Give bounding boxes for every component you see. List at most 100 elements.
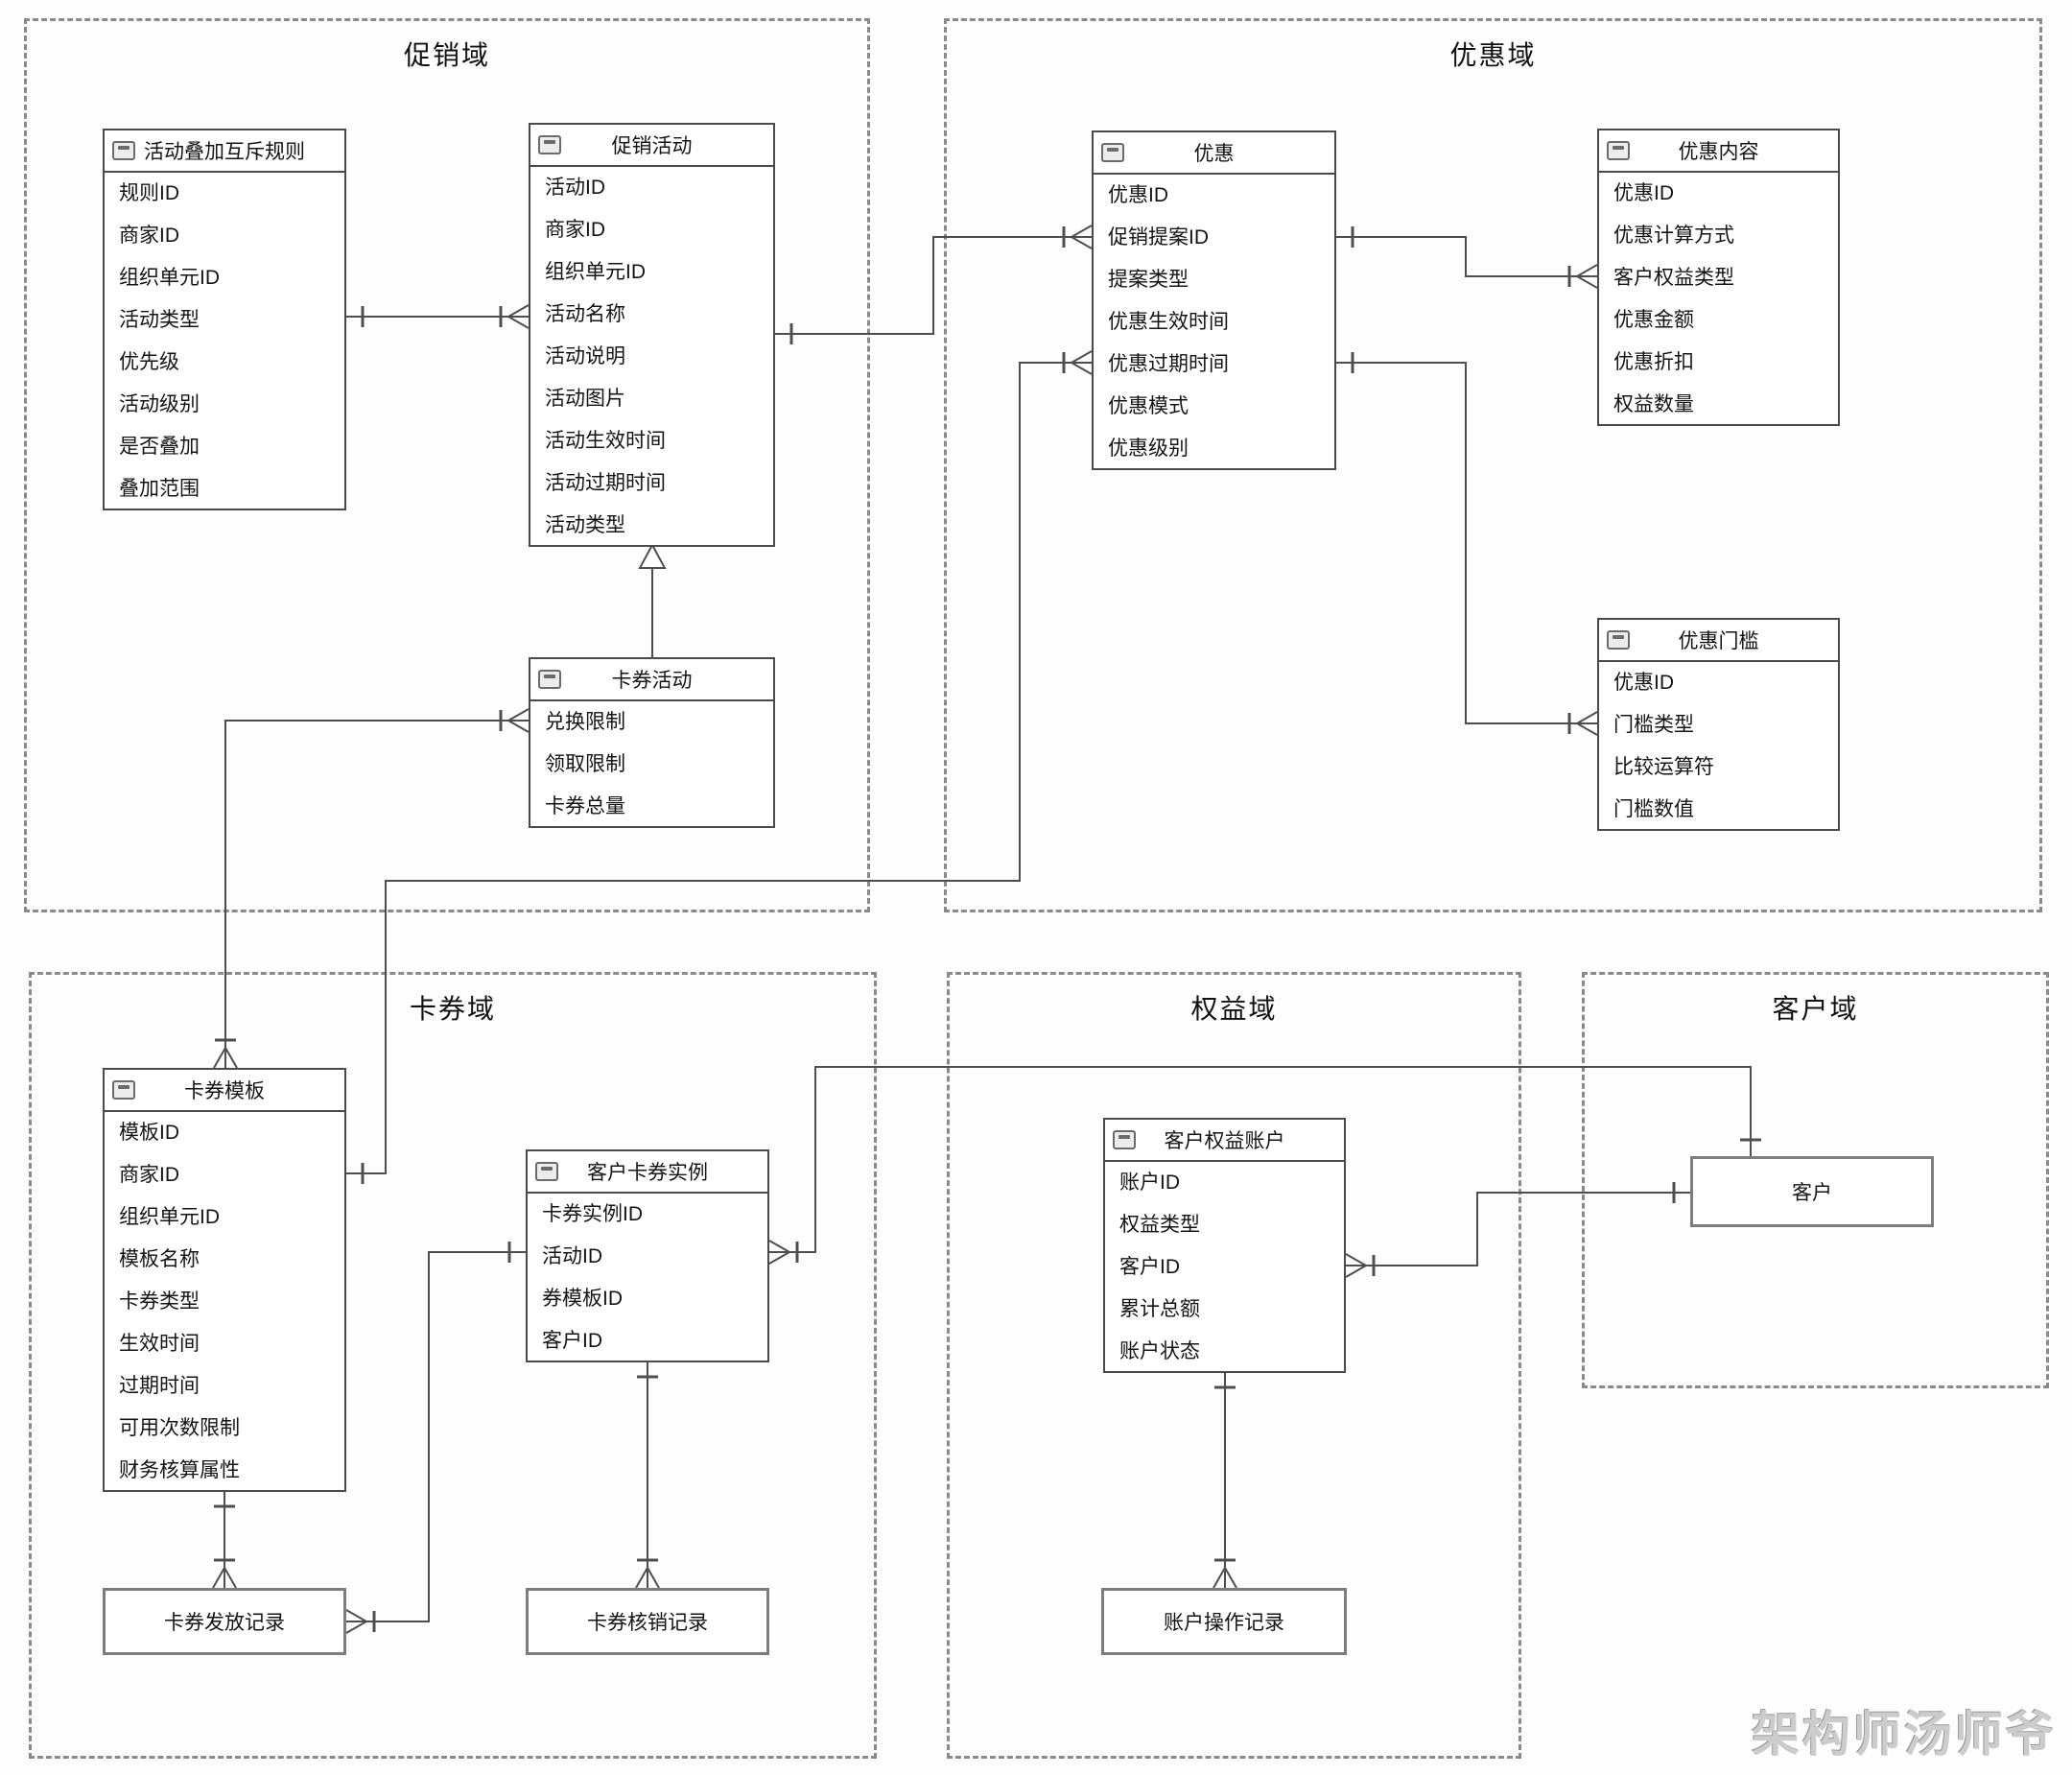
entity-field: 活动过期时间 bbox=[545, 472, 666, 494]
entity-field: 财务核算属性 bbox=[119, 1459, 240, 1481]
entity-field-list: 兑换限制领取限制卡券总量 bbox=[530, 701, 773, 828]
entity-field: 优先级 bbox=[119, 351, 179, 373]
entity-title: 优惠 bbox=[1193, 143, 1235, 165]
collapse-minus-icon[interactable] bbox=[538, 135, 561, 154]
domain-quanyi: 权益域 bbox=[947, 972, 1521, 1759]
entity-field: 门槛数值 bbox=[1613, 798, 1694, 820]
entity-header: 客户权益账户 bbox=[1105, 1120, 1344, 1162]
entity-field: 生效时间 bbox=[119, 1333, 200, 1355]
entity-field: 优惠过期时间 bbox=[1108, 353, 1229, 375]
entity-field: 活动名称 bbox=[545, 303, 625, 325]
entity-field: 提案类型 bbox=[1108, 269, 1189, 291]
entity-title: 客户卡券实例 bbox=[587, 1162, 708, 1184]
box-label: 卡券核销记录 bbox=[587, 1612, 708, 1634]
relationship-promoAct-youhui bbox=[775, 225, 1093, 344]
collapse-minus-icon[interactable] bbox=[1113, 1130, 1136, 1149]
entity-field: 优惠计算方式 bbox=[1613, 225, 1734, 247]
relationship-couponAct-template bbox=[213, 708, 530, 1069]
entity-field: 比较运算符 bbox=[1613, 756, 1714, 778]
minus-glyph bbox=[1107, 148, 1118, 152]
entity-field: 卡券总量 bbox=[545, 795, 625, 817]
entity-header: 卡券活动 bbox=[530, 659, 773, 701]
entity-field: 可用次数限制 bbox=[119, 1417, 240, 1439]
entity-field: 组织单元ID bbox=[119, 267, 220, 289]
watermark: 架构师汤师爷 bbox=[1752, 1708, 2057, 1762]
entity-field: 优惠金额 bbox=[1613, 309, 1694, 331]
relationship-instance-redeemRec bbox=[635, 1361, 660, 1589]
entity-field: 账户ID bbox=[1119, 1172, 1180, 1194]
collapse-minus-icon[interactable] bbox=[1607, 630, 1630, 650]
entity-yhContent[interactable]: 优惠内容优惠ID 优惠计算方式客户权益类型优惠金额优惠折扣权益数量 bbox=[1597, 129, 1840, 426]
entity-header: 客户卡券实例 bbox=[528, 1151, 767, 1194]
domain-label-quanyi: 权益域 bbox=[1190, 994, 1278, 1024]
entity-field: 卡券实例ID bbox=[542, 1203, 643, 1225]
relationship-template-issueRec bbox=[212, 1490, 237, 1589]
entity-couponAct[interactable]: 卡券活动兑换限制领取限制卡券总量 bbox=[529, 657, 775, 828]
entity-field: 活动类型 bbox=[545, 514, 625, 536]
relationship-youhui-yhThreshold bbox=[1336, 352, 1598, 736]
entity-header: 卡券模板 bbox=[105, 1070, 344, 1112]
entity-field: 模板名称 bbox=[119, 1248, 200, 1270]
relationship-instance-issueRec bbox=[345, 1242, 526, 1634]
entity-title: 卡券活动 bbox=[611, 670, 693, 692]
entity-field: 客户权益类型 bbox=[1613, 267, 1734, 289]
box-label: 账户操作记录 bbox=[1164, 1612, 1284, 1634]
entity-field: 兑换限制 bbox=[545, 711, 625, 733]
domain-kaquan: 卡券域 bbox=[29, 972, 877, 1759]
entity-field: 权益数量 bbox=[1613, 393, 1694, 415]
collapse-minus-icon[interactable] bbox=[1101, 143, 1124, 162]
entity-title: 卡券模板 bbox=[184, 1080, 265, 1102]
box-issueRec[interactable]: 卡券发放记录 bbox=[103, 1588, 346, 1655]
entity-title: 优惠内容 bbox=[1678, 141, 1759, 163]
entity-field: 是否叠加 bbox=[119, 436, 200, 458]
box-redeemRec[interactable]: 卡券核销记录 bbox=[526, 1588, 769, 1655]
domain-label-kehu: 客户域 bbox=[1772, 994, 1859, 1024]
relationship-rule-promoAct bbox=[346, 304, 530, 329]
minus-glyph bbox=[1613, 146, 1624, 150]
collapse-minus-icon[interactable] bbox=[112, 1080, 135, 1100]
entity-field: 组织单元ID bbox=[119, 1206, 220, 1228]
domain-youhuiyu: 优惠域 bbox=[944, 18, 2042, 912]
entity-field: 客户ID bbox=[542, 1330, 602, 1352]
entity-field: 促销提案ID bbox=[1108, 226, 1209, 248]
minus-glyph bbox=[544, 674, 555, 678]
entity-field: 优惠ID bbox=[1613, 182, 1674, 204]
relationship-account-customer bbox=[1345, 1182, 1690, 1278]
relationship-couponAct-promoAct bbox=[638, 542, 667, 657]
minus-glyph bbox=[544, 140, 555, 144]
domain-promo: 促销域 bbox=[24, 18, 870, 912]
entity-title: 活动叠加互斥规则 bbox=[144, 141, 305, 163]
entity-field: 领取限制 bbox=[545, 753, 625, 775]
collapse-minus-icon[interactable] bbox=[538, 670, 561, 689]
collapse-minus-icon[interactable] bbox=[535, 1162, 558, 1181]
relationship-template-youhui bbox=[346, 350, 1093, 1184]
entity-field: 优惠生效时间 bbox=[1108, 311, 1229, 333]
collapse-minus-icon[interactable] bbox=[112, 141, 135, 160]
entity-field: 优惠ID bbox=[1613, 672, 1674, 694]
entity-field: 账户状态 bbox=[1119, 1340, 1200, 1362]
entity-title: 客户权益账户 bbox=[1164, 1130, 1285, 1152]
relationship-instance-customer bbox=[768, 1066, 1761, 1265]
entity-field: 卡券类型 bbox=[119, 1290, 200, 1313]
box-opRec[interactable]: 账户操作记录 bbox=[1101, 1588, 1347, 1655]
entity-field: 组织单元ID bbox=[545, 261, 646, 283]
entity-field-list: 优惠ID 优惠计算方式客户权益类型优惠金额优惠折扣权益数量 bbox=[1599, 173, 1838, 426]
collapse-minus-icon[interactable] bbox=[1607, 141, 1630, 160]
entity-field: 优惠折扣 bbox=[1613, 351, 1694, 373]
box-customer[interactable]: 客户 bbox=[1690, 1156, 1934, 1227]
minus-glyph bbox=[118, 146, 130, 150]
minus-glyph bbox=[541, 1167, 553, 1171]
box-label: 卡券发放记录 bbox=[164, 1612, 285, 1634]
entity-field: 券模板ID bbox=[542, 1288, 623, 1310]
